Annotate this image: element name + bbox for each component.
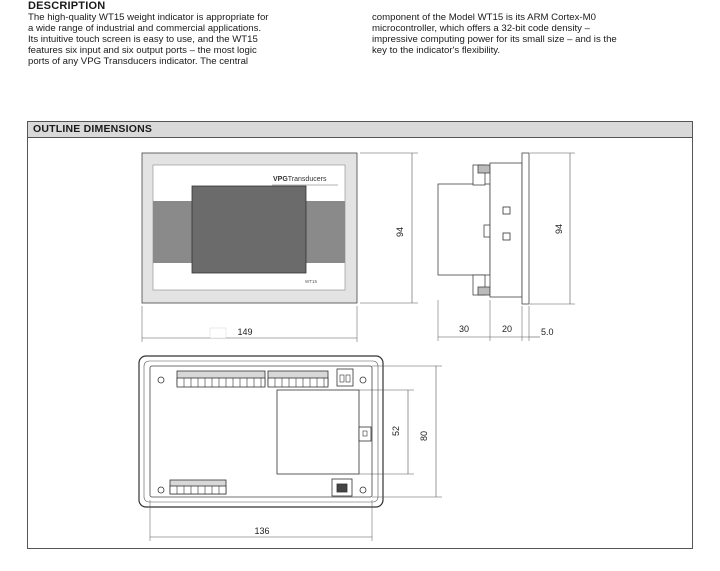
side-depth-20-label: 20 [502,324,512,334]
front-brand-logo-rest: Transducers [288,176,327,183]
rear-view [138,355,384,508]
side-depth-5-label: 5.0 [541,327,554,337]
front-view: VPGTransducers WT15 [141,152,358,304]
rear-height-label: 80 [419,431,429,441]
front-width-label: 149 [237,327,252,337]
front-model-label: WT15 [305,279,317,284]
rear-width-label: 136 [254,526,269,536]
side-height-label: 94 [554,224,564,234]
front-brand-logo: VPG [273,176,288,183]
description-text-left: The high-quality WT15 weight indicator i… [28,12,269,68]
side-depth-30-label: 30 [459,324,469,334]
front-height-label: 94 [395,227,405,237]
rear-inner-height-label: 52 [391,426,401,436]
outline-dimensions-title: OUTLINE DIMENSIONS [28,122,692,138]
description-text-right: component of the Model WT15 is its ARM C… [372,12,617,57]
description-heading: DESCRIPTION [28,0,106,12]
svg-text:VPGTransducers: VPGTransducers [273,176,327,183]
outline-dimensions-panel: OUTLINE DIMENSIONS [27,121,693,549]
side-view [437,152,530,305]
